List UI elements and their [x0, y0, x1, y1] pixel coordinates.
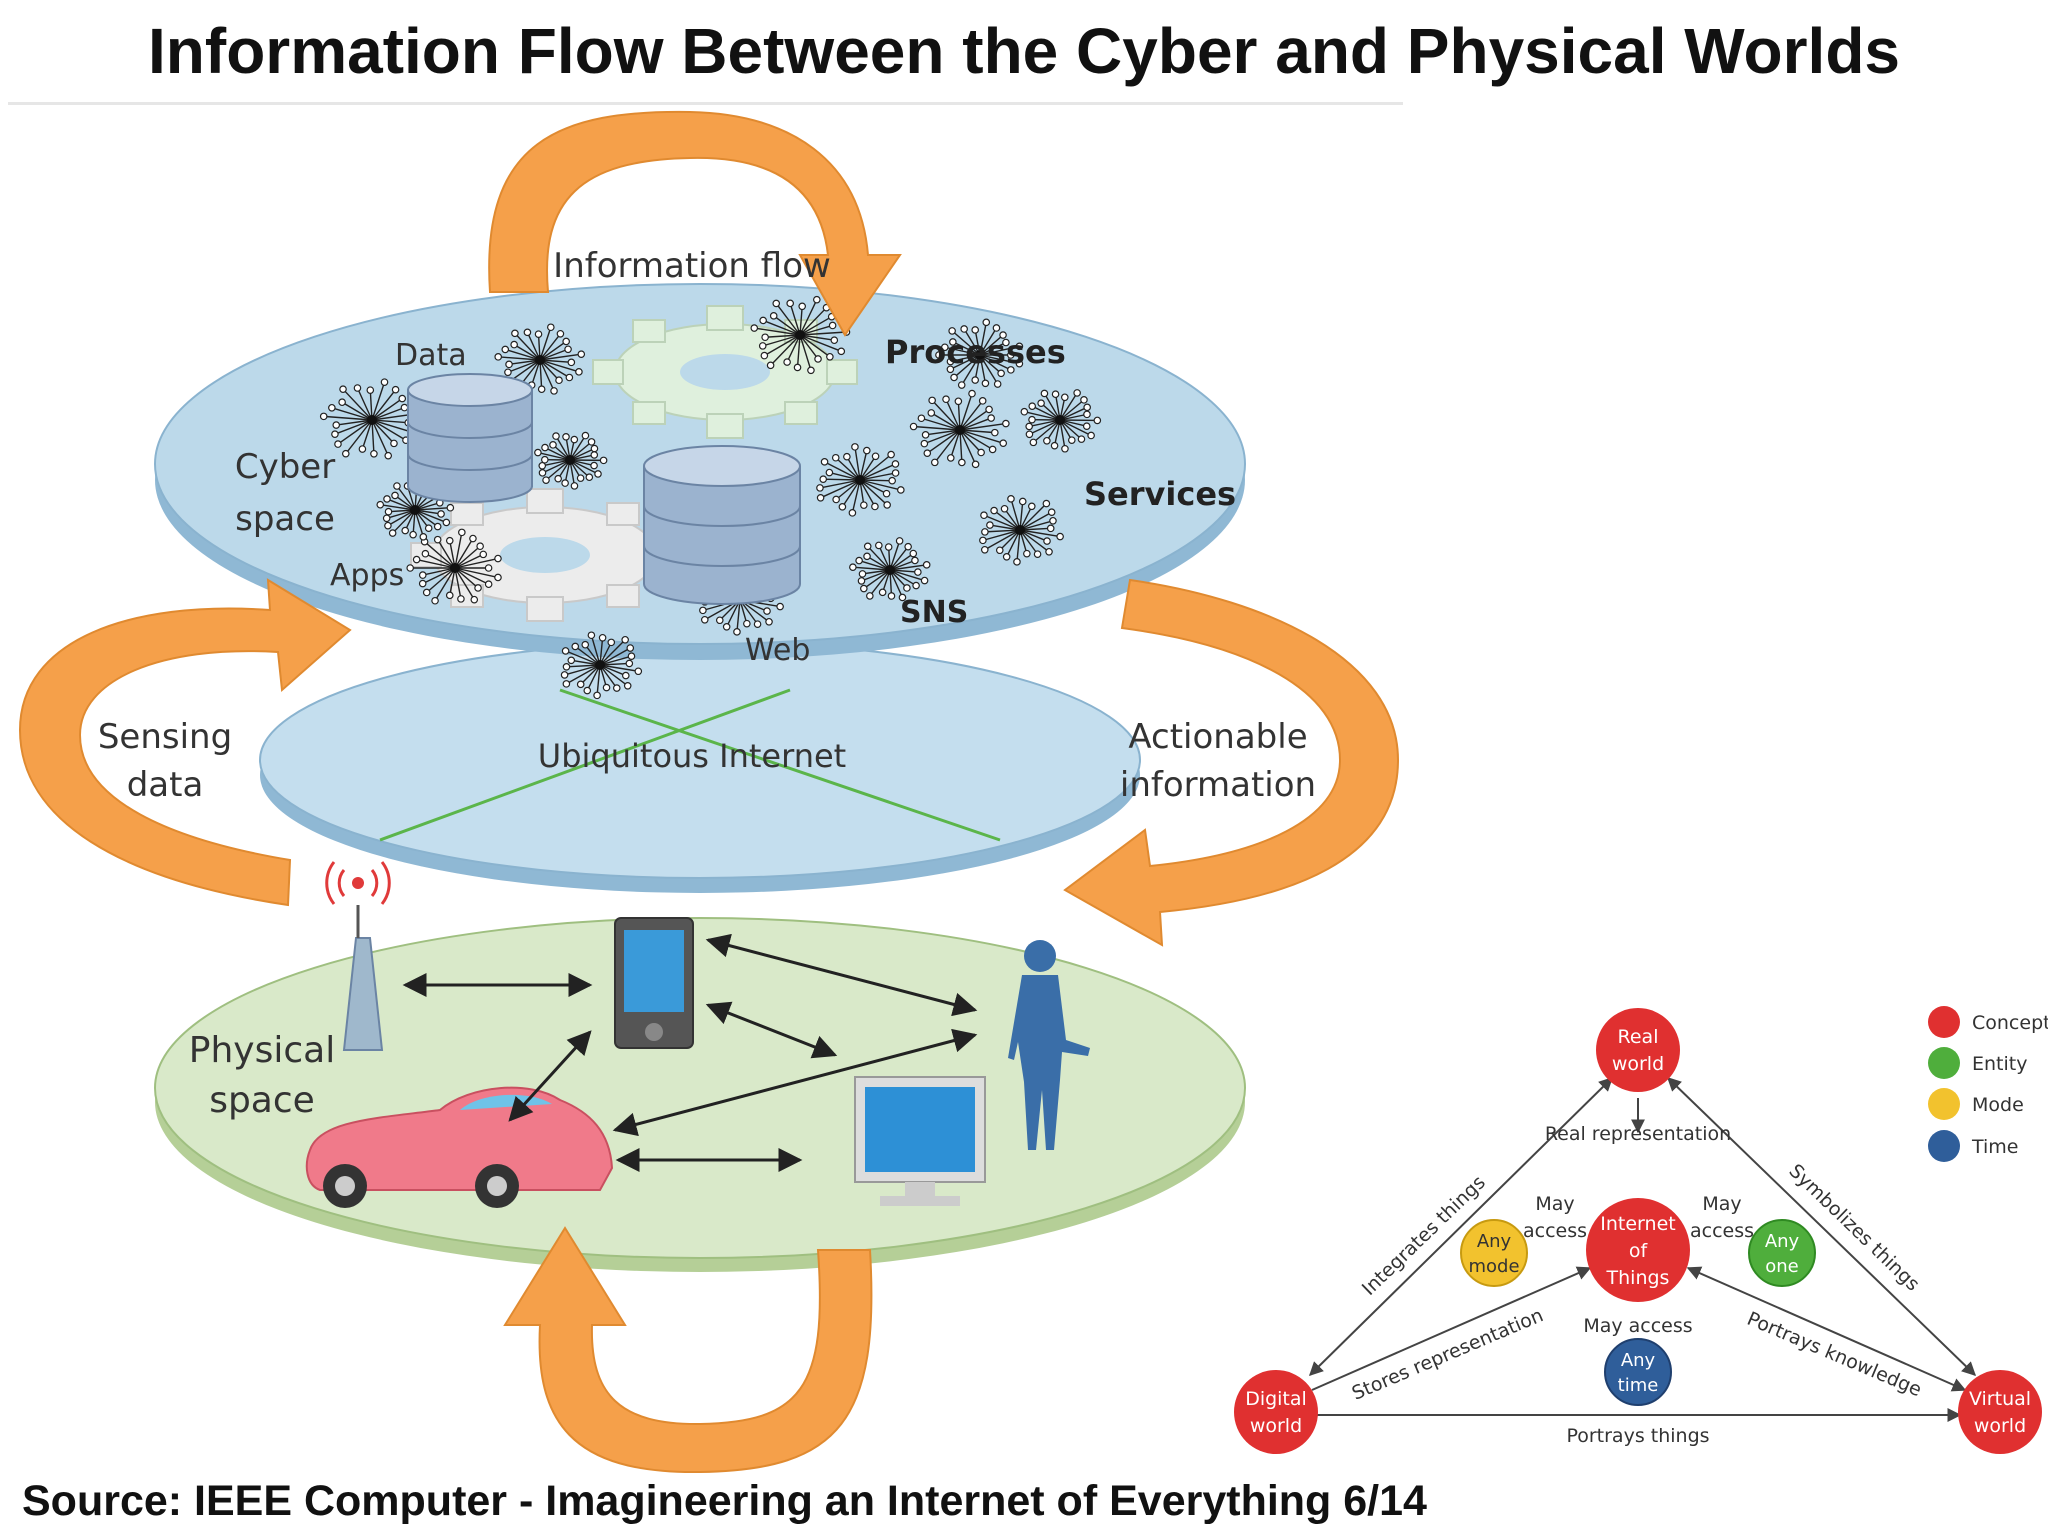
legend-item-mode: Mode — [1928, 1088, 2024, 1120]
sensing-data-arrow — [18, 578, 352, 907]
svg-text:Concept: Concept — [1972, 1012, 2048, 1034]
ubiquitous-internet-label: Ubiquitous Internet — [538, 737, 846, 775]
virtual-world-node: Virtual world — [1958, 1370, 2042, 1454]
svg-text:Time: Time — [1971, 1136, 2019, 1158]
sensing-data-label: data — [127, 765, 204, 805]
any-one-node: Any one — [1748, 1219, 1816, 1287]
physical-space-disc — [154, 917, 1246, 1272]
may-access-label: May access — [1583, 1315, 1692, 1337]
portrays-things-label: Portrays things — [1566, 1425, 1709, 1447]
real-world-node: Real world — [1596, 1008, 1680, 1092]
svg-text:Things: Things — [1606, 1267, 1670, 1289]
svg-text:Digital: Digital — [1245, 1388, 1307, 1410]
ubiquitous-internet-disc — [259, 641, 1141, 893]
svg-text:Mode: Mode — [1972, 1094, 2024, 1116]
data-label: Data — [395, 338, 467, 373]
sns-label: SNS — [900, 595, 968, 630]
apps-label: Apps — [330, 558, 404, 593]
database-icon — [407, 373, 533, 503]
stores-representation-edge — [1311, 1266, 1592, 1391]
cyber-space-label: Cyber — [235, 447, 335, 487]
integrates-things-edge — [1309, 1077, 1613, 1376]
legend-item-entity: Entity — [1928, 1047, 2027, 1079]
physical-space-label: space — [209, 1080, 315, 1121]
svg-text:Virtual: Virtual — [1969, 1388, 2031, 1410]
svg-text:one: one — [1765, 1256, 1799, 1277]
svg-text:Any: Any — [1621, 1350, 1656, 1371]
flow-arrows — [18, 110, 1400, 1474]
svg-text:world: world — [1250, 1415, 1302, 1437]
iot-concept-diagram: Real representation Integrates things Sy… — [1234, 1006, 2048, 1454]
portrays-knowledge-edge — [1686, 1266, 1967, 1392]
antenna-tower-icon — [325, 861, 391, 1051]
legend-item-concept: Concept — [1928, 1006, 2048, 1038]
sensing-data-label: Sensing — [98, 717, 232, 757]
svg-text:Real: Real — [1618, 1026, 1659, 1048]
bottom-flow-arrow — [503, 1226, 873, 1474]
processes-label: Processes — [885, 333, 1066, 371]
stores-representation-label: Stores representation — [1349, 1304, 1547, 1405]
internet-of-things-node: Internet of Things — [1586, 1198, 1690, 1302]
any-time-node: Any time — [1604, 1338, 1672, 1406]
legend-item-time: Time — [1928, 1130, 2019, 1162]
source-caption: Source: IEEE Computer - Imagineering an … — [22, 1477, 1427, 1525]
device-connection-arrows — [402, 933, 978, 1172]
person-figure-icon — [1008, 940, 1090, 1150]
portrays-knowledge-label: Portrays knowledge — [1744, 1308, 1925, 1401]
actionable-information-label: Actionable — [1128, 717, 1307, 757]
real-representation-label: Real representation — [1545, 1123, 1731, 1145]
svg-text:world: world — [1974, 1415, 2026, 1437]
database-icon — [643, 445, 801, 605]
smartphone-icon — [614, 917, 694, 1049]
page-title: Information Flow Between the Cyber and P… — [148, 15, 1900, 87]
may-access-label: access — [1523, 1220, 1587, 1242]
svg-text:world: world — [1612, 1053, 1664, 1075]
svg-text:mode: mode — [1468, 1256, 1519, 1277]
actionable-information-arrow — [1063, 578, 1400, 947]
may-access-label: May — [1535, 1193, 1574, 1215]
svg-text:Any: Any — [1765, 1231, 1800, 1252]
network-link-line — [379, 688, 791, 842]
may-access-label: access — [1690, 1220, 1754, 1242]
gear-icon — [592, 305, 858, 439]
title-divider — [8, 102, 1403, 105]
svg-text:Internet: Internet — [1600, 1213, 1675, 1235]
digital-world-node: Digital world — [1234, 1370, 1318, 1454]
cyber-space-label: space — [235, 499, 335, 539]
may-access-label: May — [1702, 1193, 1741, 1215]
information-flow-arrow — [488, 110, 902, 337]
physical-space-label: Physical — [189, 1030, 335, 1071]
web-label: Web — [745, 633, 810, 668]
svg-text:time: time — [1618, 1375, 1659, 1396]
actionable-information-label: information — [1120, 765, 1316, 805]
information-flow-label: Information flow — [553, 246, 831, 286]
services-label: Services — [1084, 475, 1236, 513]
svg-text:Entity: Entity — [1972, 1053, 2027, 1075]
svg-text:Any: Any — [1477, 1231, 1512, 1252]
any-mode-node: Any mode — [1460, 1219, 1528, 1287]
cyber-physical-diagram: Cyber space Data Processes Services Apps… — [18, 110, 1400, 1474]
network-link-line — [559, 688, 1001, 842]
iot-legend: Concept Entity Mode Time — [1928, 1006, 2048, 1162]
svg-text:of: of — [1629, 1240, 1649, 1262]
